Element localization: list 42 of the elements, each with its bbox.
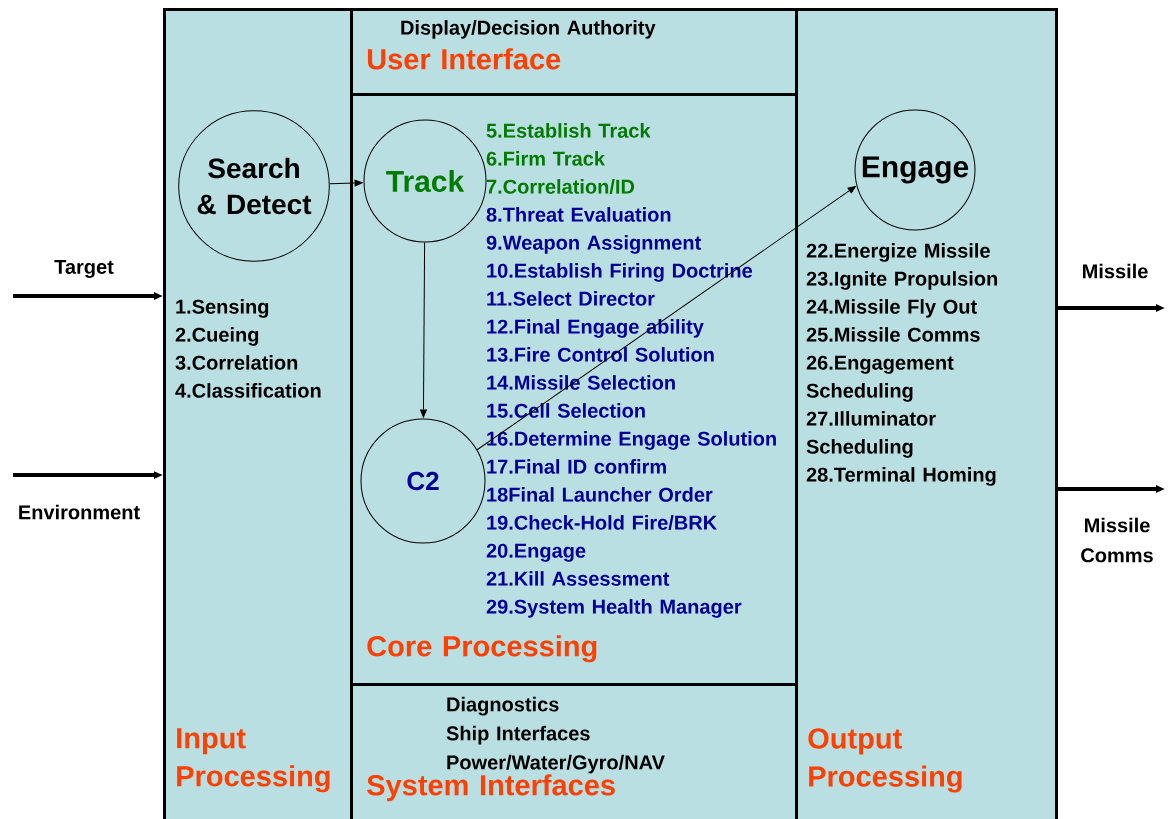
list-item: 17.Final ID confirm (487, 459, 666, 474)
edge-label: Missile (1083, 263, 1148, 279)
list-item: 20.Engage (486, 543, 586, 562)
list-item: 21.Kill Assessment (486, 571, 670, 586)
list-item: Power/Water/Gyro/NAV (447, 754, 665, 774)
list-item: 26.Engagement Scheduling (806, 355, 954, 402)
list-item: 27.Illuminator Scheduling (806, 411, 936, 458)
list-item: Display/Decision Authority (401, 20, 656, 39)
arrow (476, 185, 856, 451)
list-item: 18Final Launcher Order (487, 487, 713, 502)
arrow (420, 242, 427, 418)
list-item: 3.Correlation (175, 355, 298, 370)
list-item: 23.Ignite Propulsion (806, 271, 998, 290)
list-item: 9.Weapon Assignment (486, 235, 701, 254)
list-item: 2.Cueing (175, 327, 259, 346)
panel (350, 8, 798, 96)
list-item: 1.Sensing (176, 299, 269, 318)
panel-heading: Output Processing (808, 728, 962, 793)
arrow (329, 179, 363, 187)
list-item: Ship Interfaces (446, 725, 590, 745)
list-item: 28.Terminal Homing (806, 467, 996, 486)
list-item: 8.Threat Evaluation (486, 207, 671, 222)
panel-heading: Core Processing (367, 635, 597, 663)
edge-label: Environment (19, 504, 140, 520)
list-item: 5.Establish Track (486, 123, 651, 138)
panel-heading: User Interface (367, 48, 561, 70)
panel-heading: Input Processing (177, 728, 330, 793)
list-item: 22.Energize Missile (806, 243, 990, 262)
panel (350, 683, 798, 819)
list-item: Diagnostics (447, 696, 559, 716)
list-item: 4.Classification (175, 383, 321, 398)
list-item: 12.Final Engage ability (487, 319, 704, 338)
list-item: 7.Correlation/ID (486, 179, 635, 194)
list-item: 29.System Health Manager (486, 599, 742, 618)
list-item: 19.Check-Hold Fire/BRK (487, 515, 717, 530)
list-item: 11.Select Director (487, 291, 655, 306)
list-item: 6.Firm Track (486, 151, 605, 166)
panel-heading: System Interfaces (367, 774, 615, 802)
list-item: 25.Missile Comms (806, 327, 980, 342)
edge-label: Missile Comms (1081, 517, 1153, 563)
list-item: 24.Missile Fly Out (806, 299, 977, 318)
edge-label: Target (54, 260, 114, 278)
